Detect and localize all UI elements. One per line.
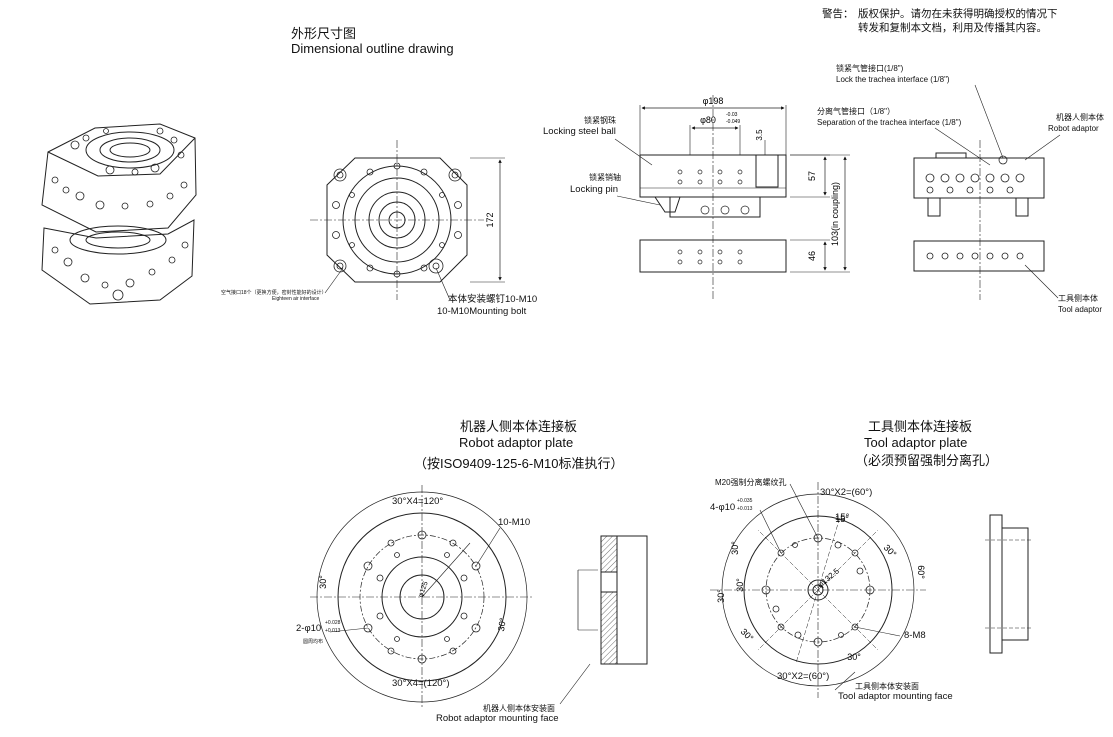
tool-angle-bottom: 30°X2=(60°) [777, 671, 830, 682]
outline-title-cn: 外形尺寸图 [291, 26, 357, 41]
warning-line2: 转发和复制本文档，利用及传播其内容。 [858, 22, 1047, 34]
dim-172: 172 [485, 212, 495, 227]
trachea-lock-en: Lock the trachea interface (1/8") [836, 75, 950, 84]
robot-side-cn: 机器人侧本体 [1056, 113, 1104, 122]
tool-face-cn: 工具侧本体安装面 [855, 682, 919, 691]
tool-plate-drawing [710, 482, 1033, 698]
robot-pin-tol-up: +0.028 [325, 620, 341, 626]
dim-103: 103(in coupling) [830, 182, 840, 246]
locking-pin-cn: 锁紧销轴 [589, 173, 621, 182]
robot-side-en: Robot adaptor [1048, 124, 1099, 133]
warning-line1: 版权保护。请勿在未获得明确授权的情况下 [858, 8, 1058, 20]
side-view [913, 84, 1061, 300]
dim-80-tol-up: -0.03 [726, 112, 738, 118]
dim-198: φ198 [703, 96, 724, 106]
steel-ball-en: Locking steel ball [543, 126, 616, 137]
robot-pin-tol-dn: +0.013 [325, 628, 341, 634]
tool-angle-15b: 15° [835, 514, 849, 524]
robot-plate-subtitle: （按ISO9409-125-6-M10标准执行） [414, 456, 624, 471]
dim-46: 46 [807, 251, 817, 261]
tool-angle-30-low: 30° [847, 652, 861, 662]
locking-pin-en: Locking pin [570, 184, 619, 195]
front-view [614, 95, 850, 300]
bolt-label-en: 10-M10Mounting bolt [437, 306, 527, 317]
robot-thread: 10-M10 [498, 517, 531, 528]
robot-angle-top: 30°X4=120° [392, 496, 444, 507]
robot-plate-drawing [310, 485, 648, 709]
dim-57: 57 [807, 171, 817, 181]
tool-angle-top: 30°X2=(60°) [820, 487, 873, 498]
tool-thread: 8-M8 [904, 630, 926, 641]
robot-plate-title-en: Robot adaptor plate [459, 435, 574, 450]
dim-3-5: 3.5 [755, 129, 764, 141]
tool-pin: 4-φ10 [710, 502, 736, 513]
tool-face-en: Tool adaptor mounting face [838, 691, 953, 702]
robot-pin: 2-φ10 [296, 623, 322, 634]
tool-angle-30c: 30° [716, 589, 726, 603]
robot-plate-title-cn: 机器人侧本体连接板 [460, 419, 578, 434]
steel-ball-cn: 锁紧钢珠 [584, 116, 616, 125]
tool-angle-30a: 30° [730, 541, 740, 555]
tool-side-cn: 工具侧本体 [1058, 294, 1098, 303]
robot-angle-right: 30° [496, 617, 508, 633]
air-interface-en: Eighteen air interface [272, 296, 320, 302]
tool-side-en: Tool adaptor [1058, 305, 1103, 314]
tool-plate-title-cn: 工具侧本体连接板 [868, 419, 973, 434]
robot-angle-left: 30° [318, 575, 328, 589]
tool-plate-subtitle: （必须预留强制分离孔） [855, 453, 999, 468]
tool-m20: M20强制分离螺纹孔 [715, 478, 787, 487]
tool-angle-60: 60° [916, 565, 926, 579]
tool-pin-tol-up: +0.035 [737, 498, 753, 504]
tool-pcd: φ132.5 [816, 566, 842, 589]
tool-angle-15a: 15° [835, 512, 850, 523]
trachea-sep-en: Separation of the trachea interface (1/8… [817, 118, 962, 127]
robot-pin-note: 圆周均布 [303, 639, 324, 645]
trachea-sep-cn: 分离气管接口（1/8"） [817, 107, 895, 116]
isometric-view [41, 123, 197, 305]
dim-80: φ80 [700, 115, 716, 125]
outline-title-en: Dimensional outline drawing [291, 41, 454, 56]
robot-face-cn: 机器人侧本体安装面 [483, 704, 555, 713]
robot-pcd: φ125 [418, 581, 430, 599]
tool-plate-title-en: Tool adaptor plate [864, 435, 968, 450]
tool-angle-30d: 30° [739, 627, 756, 644]
dim-80-tol-dn: -0.049 [726, 119, 740, 125]
air-interface-cn: 空气接口18个（更换方便，密封性能好的设计） [221, 290, 327, 296]
top-view [310, 140, 505, 301]
warning-label: 警告： [822, 8, 854, 20]
robot-angle-bottom: 30°X4=(120°) [392, 678, 450, 689]
bolt-label-cn: 本体安装螺钉10-M10 [448, 294, 538, 305]
tool-pin-tol-dn: +0.013 [737, 506, 753, 512]
robot-face-en: Robot adaptor mounting face [436, 713, 559, 724]
tool-angle-30b: 30° [735, 578, 745, 592]
trachea-lock-cn: 锁紧气管接口(1/8") [836, 64, 904, 73]
